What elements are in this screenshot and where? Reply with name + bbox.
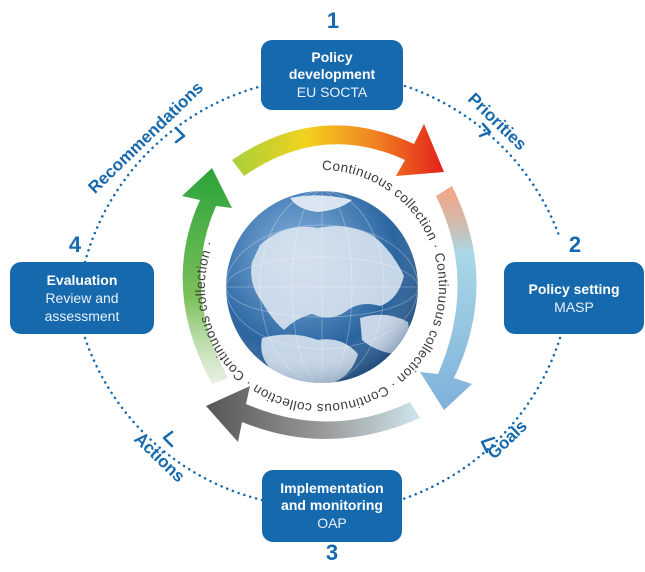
- step-4-subtitle-line1: Review and: [45, 289, 119, 306]
- step-3-title-line2: and monitoring: [281, 497, 383, 513]
- step-1-number: 1: [326, 8, 340, 33]
- arrow-right-blue: [420, 186, 477, 410]
- step-2-box: Policy setting MASP: [504, 262, 644, 334]
- arrow-left-green: [182, 168, 232, 384]
- dotted-arrowhead-priorities: [478, 122, 492, 138]
- step-3-number: 3: [325, 540, 339, 565]
- step-4-number: 4: [68, 232, 82, 257]
- step-2-number: 2: [568, 232, 582, 257]
- step-3-subtitle: OAP: [317, 515, 347, 531]
- step-2-subtitle: MASP: [554, 298, 594, 315]
- dotted-arc-4-to-1: [83, 84, 264, 264]
- step-1-title-line2: development: [288, 66, 376, 82]
- dotted-cycle: [83, 84, 562, 502]
- step-1-title-line1: Policy: [311, 49, 353, 65]
- dotted-arrowhead-recommendations: [174, 126, 186, 144]
- step-1-box: Policy development EU SOCTA: [261, 40, 403, 110]
- step-4-title: Evaluation: [46, 271, 118, 288]
- arrow-bottom-grey: [206, 386, 420, 442]
- step-3-title-line1: Implementation: [280, 480, 384, 496]
- cycle-arrows: [182, 124, 477, 442]
- step-3-box: Implementation and monitoring OAP: [262, 470, 402, 542]
- step-4-box: Evaluation Review and assessment: [10, 262, 154, 334]
- dotted-arrowhead-goals: [480, 436, 496, 454]
- arrow-top-red: [232, 124, 444, 176]
- globe: [226, 191, 418, 383]
- step-2-title: Policy setting: [528, 280, 620, 297]
- dotted-arc-2-to-3: [398, 336, 562, 502]
- step-4-subtitle-line2: assessment: [44, 307, 120, 324]
- dotted-arrowhead-actions: [162, 430, 174, 448]
- dotted-arrowheads: [162, 122, 496, 454]
- step-1-subtitle: EU SOCTA: [296, 84, 368, 100]
- dotted-arc-1-to-2: [403, 84, 562, 240]
